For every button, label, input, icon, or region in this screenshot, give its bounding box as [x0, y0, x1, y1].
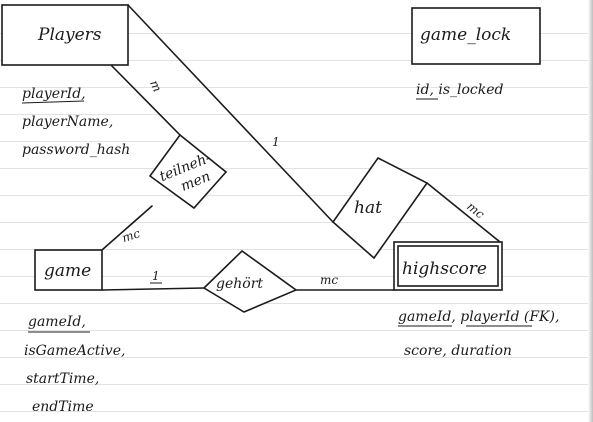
attribute-end-time: endTime	[32, 399, 94, 415]
line-players-hat	[127, 4, 334, 223]
relationship-teilnehmen-diamond	[148, 133, 228, 210]
entity-highscore: highscore	[393, 241, 503, 291]
cardinality-hat-highscore: mc	[464, 199, 487, 221]
primary-key-underline-player-id	[21, 100, 85, 104]
attributes-highscore: gameId, playerId (FK), score, duration	[398, 309, 559, 359]
attribute-start-time: startTime,	[26, 371, 99, 387]
connector-lines	[101, 4, 501, 291]
line-teilnehmen-game	[101, 205, 153, 251]
relationship-gehoert-diamond	[202, 249, 298, 313]
relationship-gehoert: gehört	[202, 249, 298, 313]
relationship-hat-label: hat	[354, 198, 382, 218]
cardinality-players-teilnehmen: m	[147, 78, 165, 94]
attribute-score-duration: score, duration	[404, 343, 512, 359]
entity-players-box	[1, 4, 129, 66]
cardinality-gehoert-highscore: mc	[320, 273, 338, 287]
attribute-player-id: playerId,	[22, 86, 86, 102]
entity-players: Players	[1, 4, 129, 66]
attribute-game-id-player-id: gameId, playerId (FK),	[398, 309, 559, 325]
entity-game-name: game	[44, 261, 91, 281]
entity-game-box	[34, 249, 103, 291]
entity-game-lock-box	[411, 7, 541, 65]
attributes-game-lock: id, is_locked	[416, 82, 504, 100]
entity-game-lock-name: game_lock	[420, 25, 511, 45]
entity-highscore-name: highscore	[402, 259, 487, 279]
attributes-players: playerId, playerName, password_hash	[21, 86, 130, 158]
entity-highscore-inner-box	[397, 245, 499, 287]
line-game-gehoert	[101, 287, 205, 291]
relationship-gehoert-label: gehört	[216, 276, 263, 292]
attribute-is-game-active: isGameActive,	[24, 343, 125, 359]
line-players-teilnehmen	[107, 61, 181, 136]
entity-game-lock: game_lock	[411, 7, 541, 65]
line-hat-highscore	[426, 182, 501, 243]
attribute-password-hash: password_hash	[22, 142, 130, 158]
attributes-game: gameId, isGameActive, startTime, endTime	[24, 314, 125, 415]
relationship-hat: hat	[331, 156, 429, 260]
attribute-id-is-locked: id, is_locked	[416, 82, 504, 98]
entity-players-name: Players	[37, 25, 102, 45]
entity-game: game	[34, 249, 103, 291]
relationship-teilnehmen: teilneh- men	[148, 133, 228, 210]
attribute-player-name: playerName,	[22, 114, 113, 130]
relationship-hat-diamond	[331, 156, 429, 260]
cardinality-players-hat: 1	[272, 135, 280, 149]
attribute-game-id: gameId,	[28, 314, 86, 330]
cardinality-game-gehoert: 1	[152, 269, 160, 283]
page-edge-shadow	[588, 0, 593, 422]
cardinality-game-teilnehmen: mc	[120, 226, 142, 245]
